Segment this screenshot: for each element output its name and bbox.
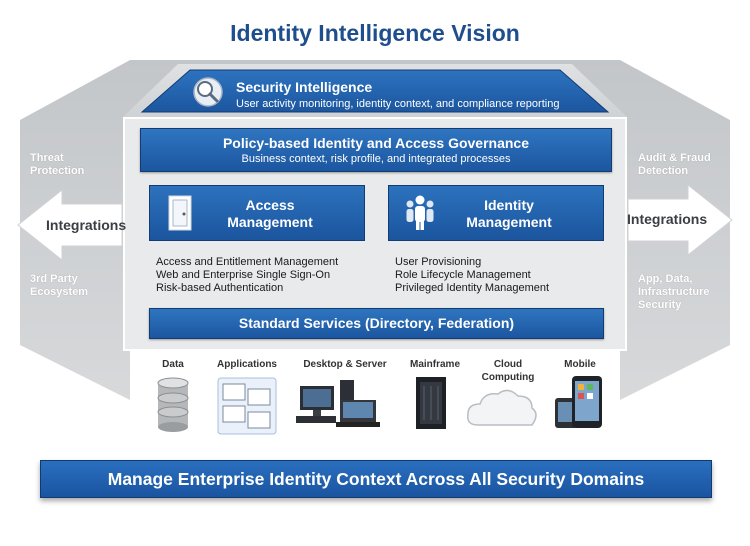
security-intelligence-subtitle: User activity monitoring, identity conte… [236,98,560,110]
access-management-list: Access and Entitlement Management Web an… [156,256,338,295]
domain-label-applications: Applications [216,359,277,370]
database-icon [157,377,189,432]
governance-subtitle: Business context, risk profile, and inte… [241,153,511,165]
people-icon [406,195,434,230]
security-intelligence: Security Intelligence User activity moni… [236,79,559,110]
mainframe-icon [416,377,446,429]
standard-services-bar: Standard Services (Directory, Federation… [149,308,604,339]
governance-title: Policy-based Identity and Access Governa… [222,135,530,151]
identity-management-label: Identity Management [466,197,552,230]
governance-bar: Policy-based Identity and Access Governa… [140,128,612,172]
list-item: Role Lifecycle Management [395,269,531,281]
standard-services-label: Standard Services (Directory, Federation… [238,315,515,331]
cloud-icon [466,389,537,426]
access-management-box: Access Management [149,185,365,241]
domain-label-cloud-computing: Cloud Computing [481,359,535,383]
list-item: Web and Enterprise Single Sign-On [156,269,331,281]
list-item: Access and Entitlement Management [156,256,339,268]
security-intelligence-title: Security Intelligence [236,79,373,95]
identity-management-box: Identity Management [388,185,604,241]
list-item: Privileged Identity Management [395,282,550,294]
security-intelligence-icon [193,77,223,107]
bottom-banner: Manage Enterprise Identity Context Acros… [40,460,712,498]
domain-label-mobile: Mobile [564,359,596,370]
domain-label-mainframe: Mainframe [409,359,460,370]
security-intelligence-shape [140,69,610,113]
access-management-label: Access Management [227,197,313,230]
desktop-server-icon [296,380,380,427]
left-integrations-arrow [17,188,123,262]
door-icon [168,195,192,231]
identity-management-list: User Provisioning Role Lifecycle Managem… [395,256,549,295]
applications-icon [217,377,277,435]
page-title: Identity Intelligence Vision [230,20,520,46]
list-item: Risk-based Authentication [156,282,284,294]
right-integrations-label: Integrations [627,211,708,227]
right-integrations-arrow [627,183,733,257]
left-integrations-label: Integrations [46,217,127,233]
domain-label-data: Data [162,359,184,370]
domain-label-desktop-server: Desktop & Server [303,359,387,370]
list-item: User Provisioning [395,256,482,268]
mobile-icon [555,376,602,428]
